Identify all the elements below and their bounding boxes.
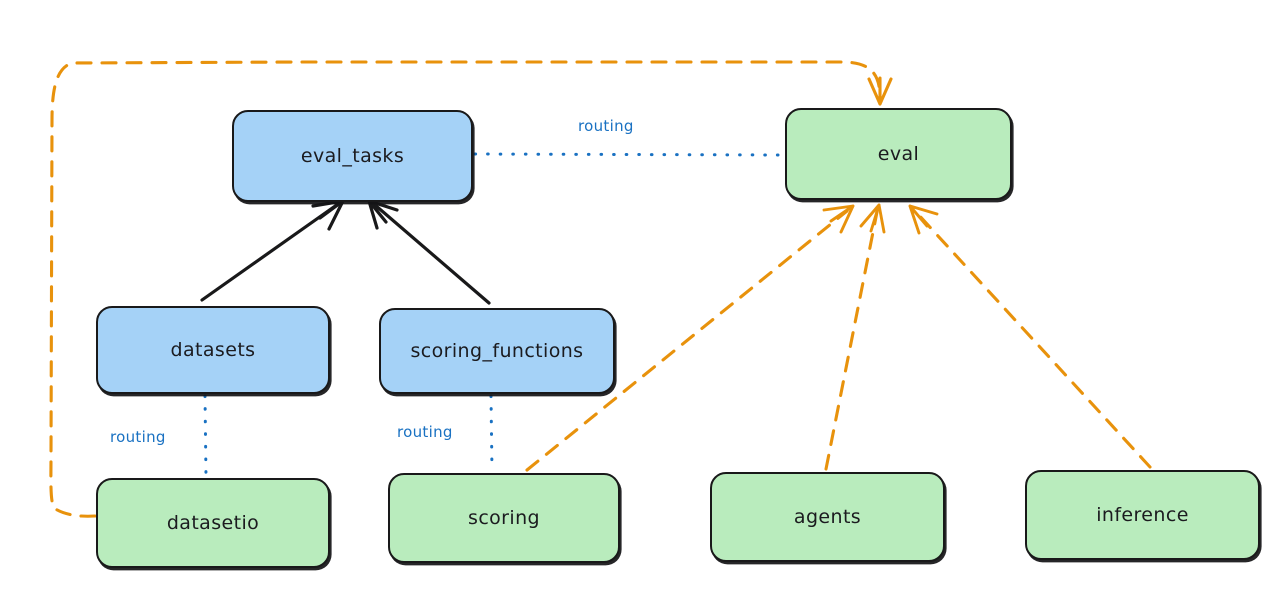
edge-datasets-to-datasetio: [203, 394, 208, 478]
edge-eval_tasks-to-eval: [473, 152, 785, 157]
node-agents[interactable]: agents: [710, 472, 945, 562]
node-label-scoring-functions: scoring_functions: [410, 340, 584, 362]
edge-agents-to-eval: [824, 203, 886, 471]
edge-label-routing-eval-tasks-eval: routing: [578, 117, 634, 135]
node-eval-tasks[interactable]: eval_tasks: [232, 110, 473, 202]
node-scoring-functions[interactable]: scoring_functions: [379, 308, 615, 394]
edge-label-routing-datasets-datasetio: routing: [110, 428, 166, 446]
node-label-scoring: scoring: [468, 507, 540, 529]
edge-scoring_functions-to-scoring: [489, 394, 494, 473]
node-datasets[interactable]: datasets: [96, 306, 330, 394]
edge-datasetio-to-eval: [49, 60, 893, 518]
edge-scoring-to-eval: [525, 204, 855, 472]
node-label-inference: inference: [1096, 504, 1189, 526]
node-inference[interactable]: inference: [1025, 470, 1260, 560]
edge-inference-to-eval: [908, 204, 1152, 469]
edge-datasets-to-eval_tasks: [200, 199, 345, 302]
node-eval[interactable]: eval: [785, 108, 1012, 200]
node-scoring[interactable]: scoring: [388, 473, 620, 563]
node-label-agents: agents: [793, 506, 862, 528]
node-label-datasets: datasets: [170, 339, 256, 361]
node-label-datasetio: datasetio: [166, 512, 260, 534]
node-label-eval: eval: [877, 143, 920, 165]
edge-scoring_functions-to-eval_tasks: [367, 199, 491, 305]
edge-label-routing-scoring-functions-scoring: routing: [397, 423, 453, 441]
node-label-eval-tasks: eval_tasks: [300, 145, 405, 167]
node-datasetio[interactable]: datasetio: [96, 478, 330, 568]
